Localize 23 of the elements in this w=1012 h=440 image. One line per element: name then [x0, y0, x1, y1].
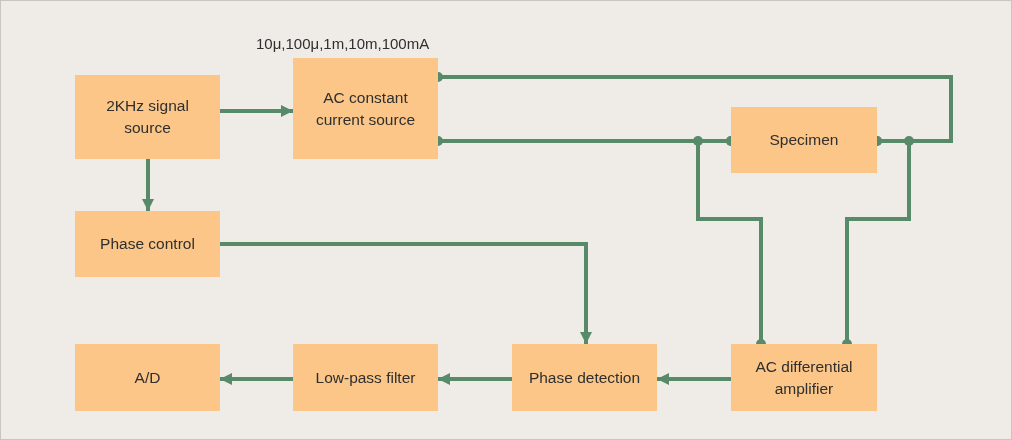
process-box: [293, 344, 438, 411]
connector-line: [220, 373, 293, 385]
box-label: Specimen: [769, 130, 839, 150]
box-label: Phase detection: [528, 367, 641, 388]
box-label: Low-pass filter: [315, 367, 416, 388]
connector-line: [438, 373, 512, 385]
process-box: [731, 344, 877, 411]
connector-line: [220, 105, 293, 117]
connector-line: [657, 373, 731, 385]
connector-line: [142, 159, 154, 211]
process-box: [75, 344, 220, 411]
range-label: 10μ,100μ,1m,10m,100mA: [256, 35, 430, 52]
box-label: 2KHz signal source: [105, 96, 190, 138]
connector-line: [220, 242, 592, 344]
box-label: A/D: [134, 367, 161, 388]
box-label: Phase control: [100, 234, 195, 254]
process-box: [293, 58, 438, 159]
box-label: AC differential amplifier: [754, 356, 854, 399]
process-box: [75, 211, 220, 277]
process-box: [512, 344, 657, 411]
process-box: [75, 75, 220, 159]
process-box: [731, 107, 877, 173]
box-label: AC constant current source: [314, 87, 417, 130]
